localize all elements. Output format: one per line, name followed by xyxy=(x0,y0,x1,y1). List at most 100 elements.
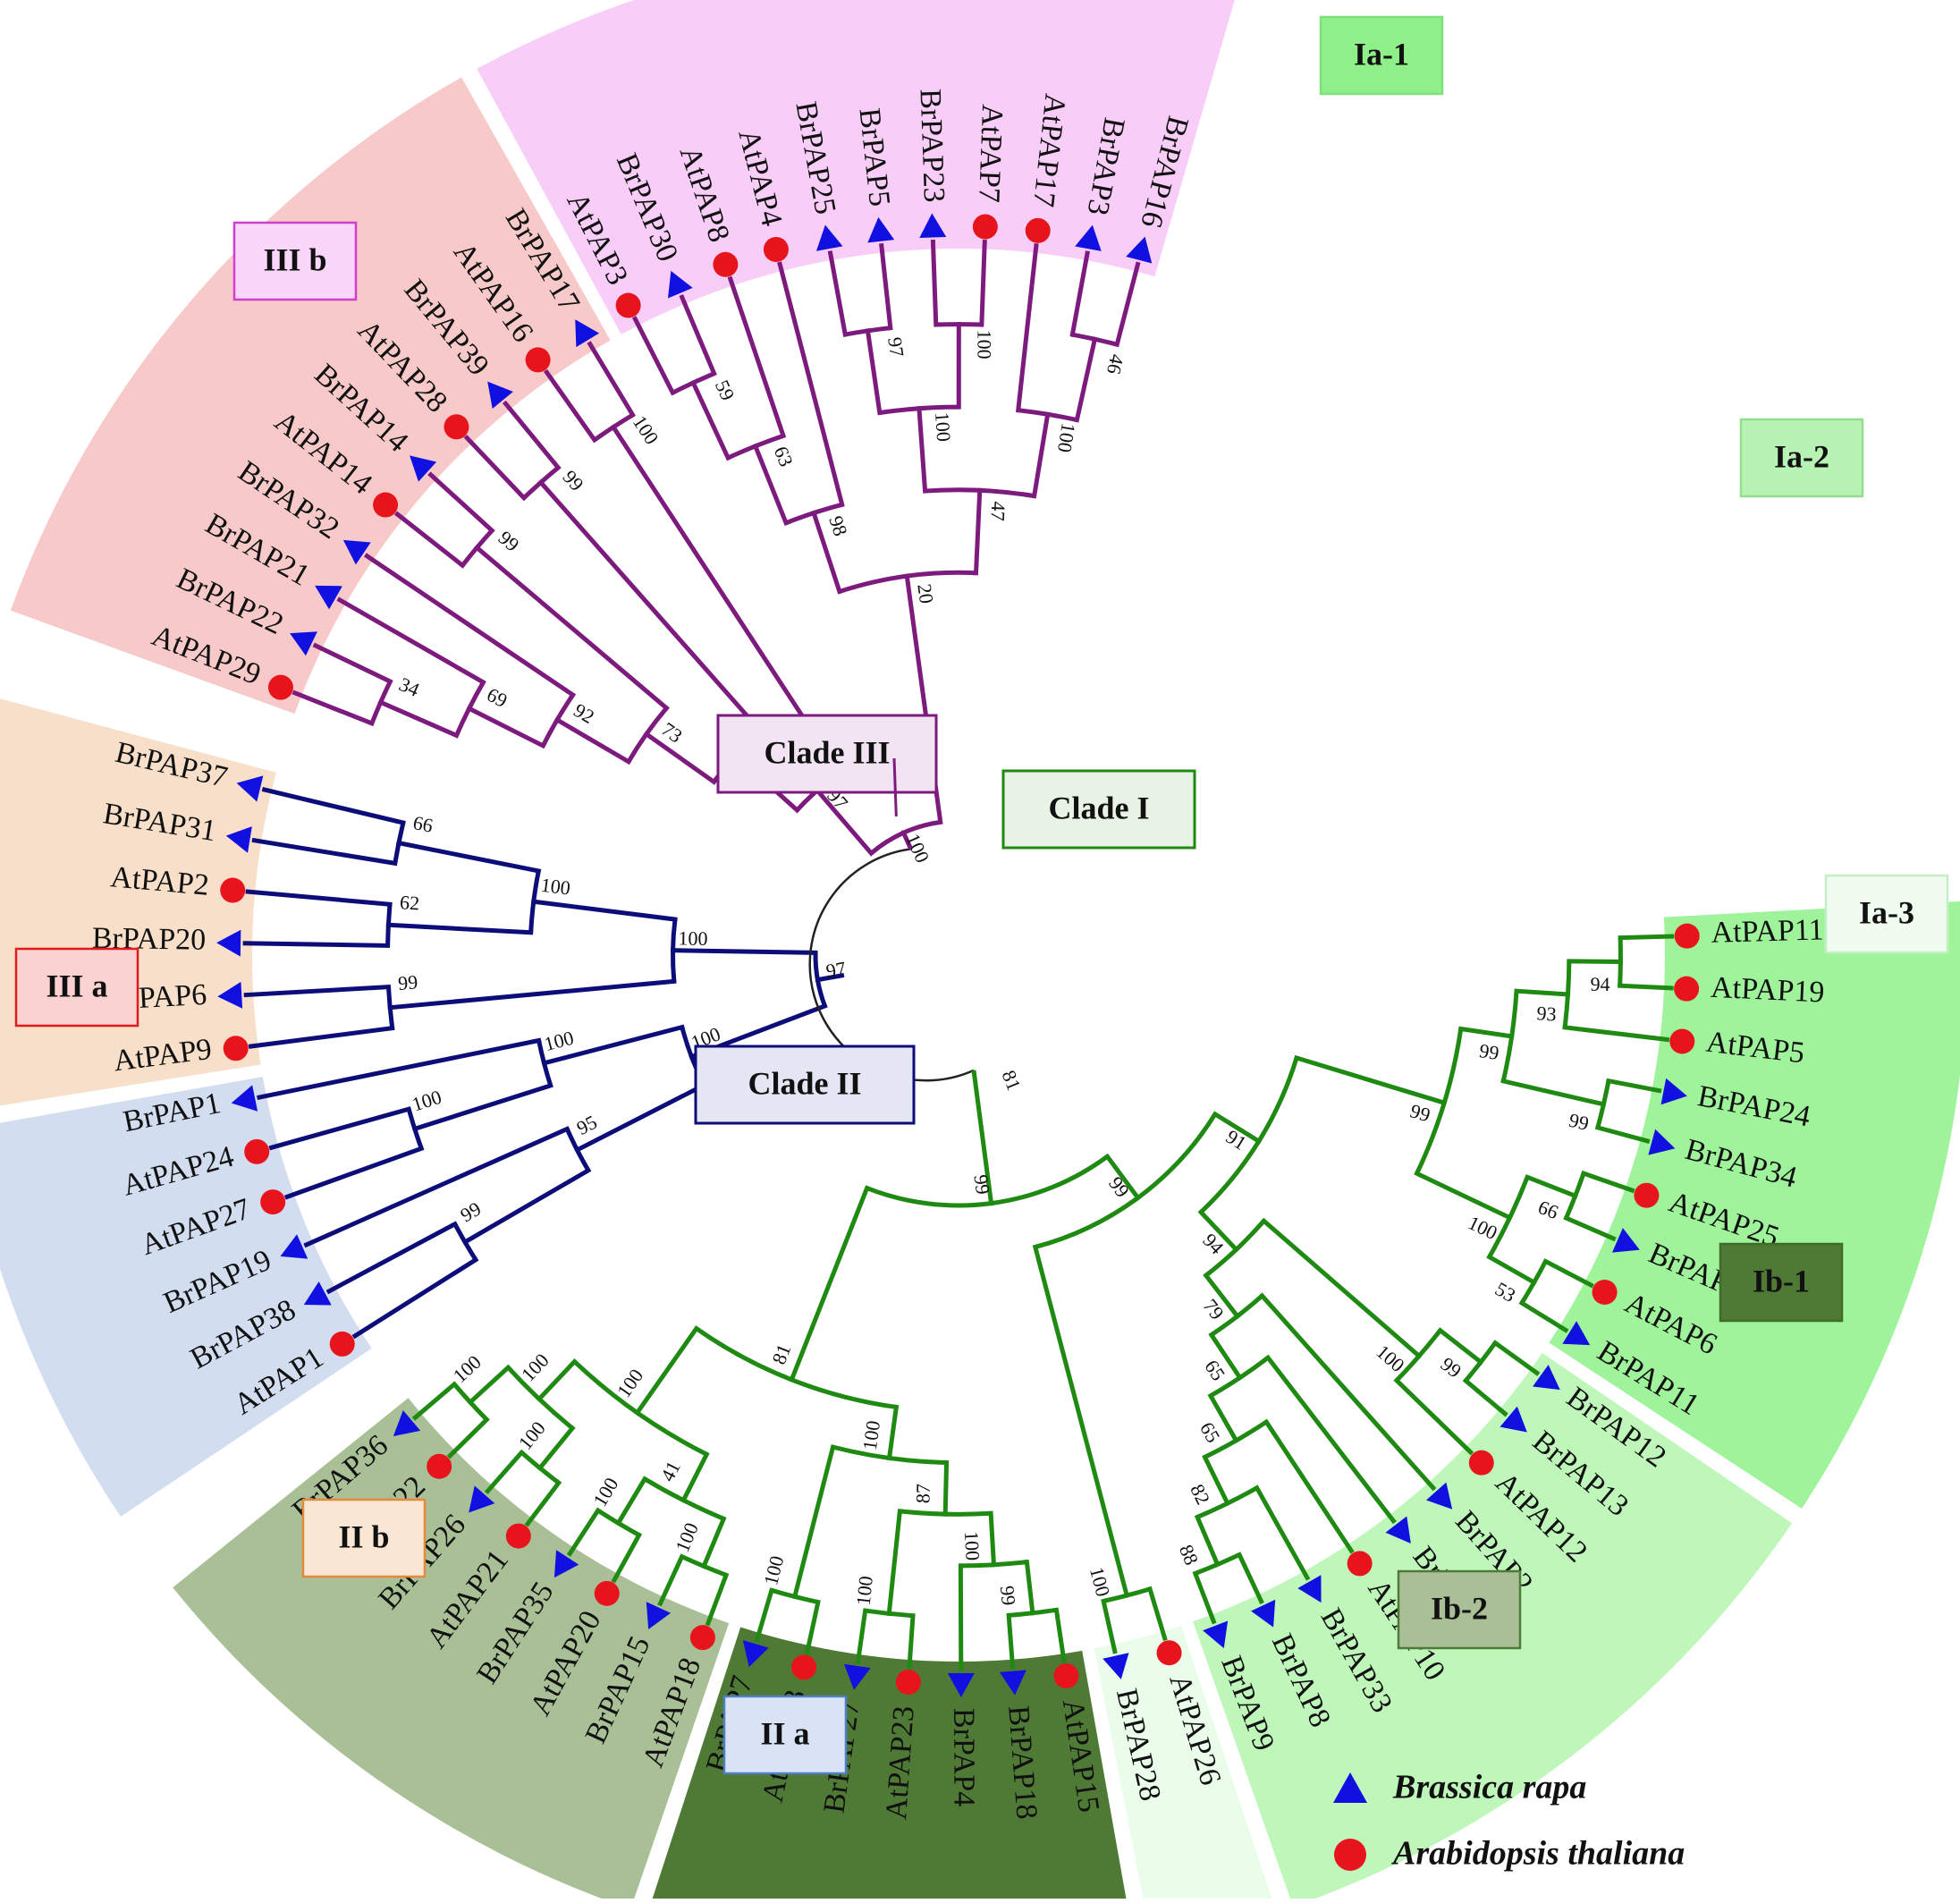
arabidopsis-marker-icon xyxy=(224,1036,249,1061)
branch xyxy=(381,702,457,735)
branch xyxy=(673,951,815,953)
arabidopsis-marker-icon xyxy=(1675,924,1700,949)
arabidopsis-marker-icon xyxy=(713,252,738,277)
branch xyxy=(1150,1589,1165,1638)
leaf-label-brpap4: BrPAP4 xyxy=(947,1708,980,1806)
bootstrap-value: 46 xyxy=(1102,352,1128,376)
branch-arc xyxy=(455,1224,476,1260)
branch xyxy=(858,1611,866,1662)
bootstrap-value: 98 xyxy=(824,513,852,539)
branch xyxy=(431,475,492,530)
bootstrap-value: 99 xyxy=(457,1197,486,1227)
branch xyxy=(1466,1381,1505,1414)
leaf-label-brpap23: BrPAP23 xyxy=(914,89,951,204)
branch-arc xyxy=(521,1452,559,1483)
branch-arc xyxy=(1620,938,1621,986)
bootstrap-value: 99 xyxy=(1478,1039,1500,1064)
bootstrap-value: 65 xyxy=(1200,1356,1229,1384)
subgroup-label-ii-b: II b xyxy=(338,1518,389,1554)
arabidopsis-marker-icon xyxy=(764,237,789,262)
subgroup-label-ia-3: Ia-3 xyxy=(1859,894,1914,930)
arabidopsis-marker-icon xyxy=(260,1189,285,1214)
bootstrap-value: 100 xyxy=(759,1553,788,1587)
bootstrap-value: 100 xyxy=(1053,421,1080,454)
arabidopsis-marker-icon xyxy=(427,1454,452,1479)
bootstrap-value: 100 xyxy=(852,1575,877,1606)
branch xyxy=(614,1535,639,1580)
branch xyxy=(1620,936,1672,938)
branch xyxy=(867,331,879,413)
branch xyxy=(1545,1261,1591,1285)
branch xyxy=(704,1518,723,1566)
arabidopsis-marker-icon xyxy=(690,1625,715,1650)
branch xyxy=(889,1511,900,1613)
branch xyxy=(1009,1615,1012,1666)
branch xyxy=(1522,1303,1566,1330)
bootstrap-value: 99 xyxy=(1436,1352,1466,1382)
subgroup-label-ii-a: II a xyxy=(760,1715,809,1751)
bootstrap-value: 100 xyxy=(973,330,995,359)
branch xyxy=(570,1510,597,1553)
subgroup-label-iii-b: III b xyxy=(263,241,326,277)
bootstrap-value: 88 xyxy=(1175,1542,1204,1569)
branch xyxy=(945,1463,946,1515)
arabidopsis-marker-icon xyxy=(220,878,245,903)
branch-arc xyxy=(543,695,572,746)
bootstrap-value: 91 xyxy=(1222,1125,1251,1154)
branch xyxy=(991,1513,993,1564)
arabidopsis-marker-icon xyxy=(373,493,398,518)
arabidopsis-marker-icon xyxy=(1157,1640,1182,1665)
branch xyxy=(487,1452,521,1491)
branch xyxy=(1490,1257,1534,1282)
bootstrap-value: 63 xyxy=(770,443,798,469)
bootstrap-values: 9493999966531009999100888265657994911009… xyxy=(396,330,1610,1607)
branch xyxy=(1026,1562,1032,1613)
branch xyxy=(557,720,629,762)
bootstrap-value: 93 xyxy=(1536,1002,1558,1025)
branch-arc xyxy=(457,682,484,735)
bootstrap-value: 69 xyxy=(484,683,511,712)
bootstrap-value: 100 xyxy=(514,1417,550,1453)
branch xyxy=(259,1040,539,1097)
branch xyxy=(708,1575,726,1623)
branch xyxy=(248,892,390,904)
clade-label-clade-i: Clade I xyxy=(1048,790,1149,825)
bootstrap-value: 92 xyxy=(570,698,599,728)
branch-arc xyxy=(645,1479,723,1519)
bootstrap-value: 99 xyxy=(397,970,418,994)
legend-label: Arabidopsis thaliana xyxy=(1391,1835,1685,1873)
branch xyxy=(1103,1601,1115,1651)
bootstrap-value: 81 xyxy=(767,1341,795,1367)
bootstrap-value: 34 xyxy=(396,672,423,701)
branch xyxy=(638,1329,697,1413)
branch xyxy=(780,264,842,504)
bootstrap-value: 20 xyxy=(913,582,938,605)
bootstrap-value: 100 xyxy=(449,1350,486,1387)
bootstrap-value: 99 xyxy=(1567,1109,1591,1135)
branch xyxy=(295,693,372,723)
branch xyxy=(1239,1555,1261,1602)
branch xyxy=(251,1028,393,1046)
bootstrap-value: 41 xyxy=(656,1458,685,1485)
branch-arc xyxy=(1490,1177,1528,1256)
branch xyxy=(1297,1058,1444,1103)
arabidopsis-marker-icon xyxy=(1634,1183,1659,1208)
branch xyxy=(1461,1029,1512,1036)
branch xyxy=(1035,1247,1127,1595)
sector-iii-a xyxy=(11,77,611,714)
bootstrap-value: 99 xyxy=(969,1173,994,1196)
branch xyxy=(1417,1173,1510,1218)
branch xyxy=(390,981,674,1007)
branch xyxy=(246,987,388,995)
branch xyxy=(976,490,980,572)
bootstrap-value: 100 xyxy=(539,874,571,900)
bootstrap-value: 66 xyxy=(411,811,435,837)
branch xyxy=(254,841,394,864)
bootstrap-value: 47 xyxy=(986,501,1010,521)
arabidopsis-marker-icon xyxy=(244,1139,269,1164)
branch xyxy=(450,1419,486,1455)
bootstrap-value: 97 xyxy=(883,335,908,358)
branch xyxy=(1584,1173,1632,1190)
